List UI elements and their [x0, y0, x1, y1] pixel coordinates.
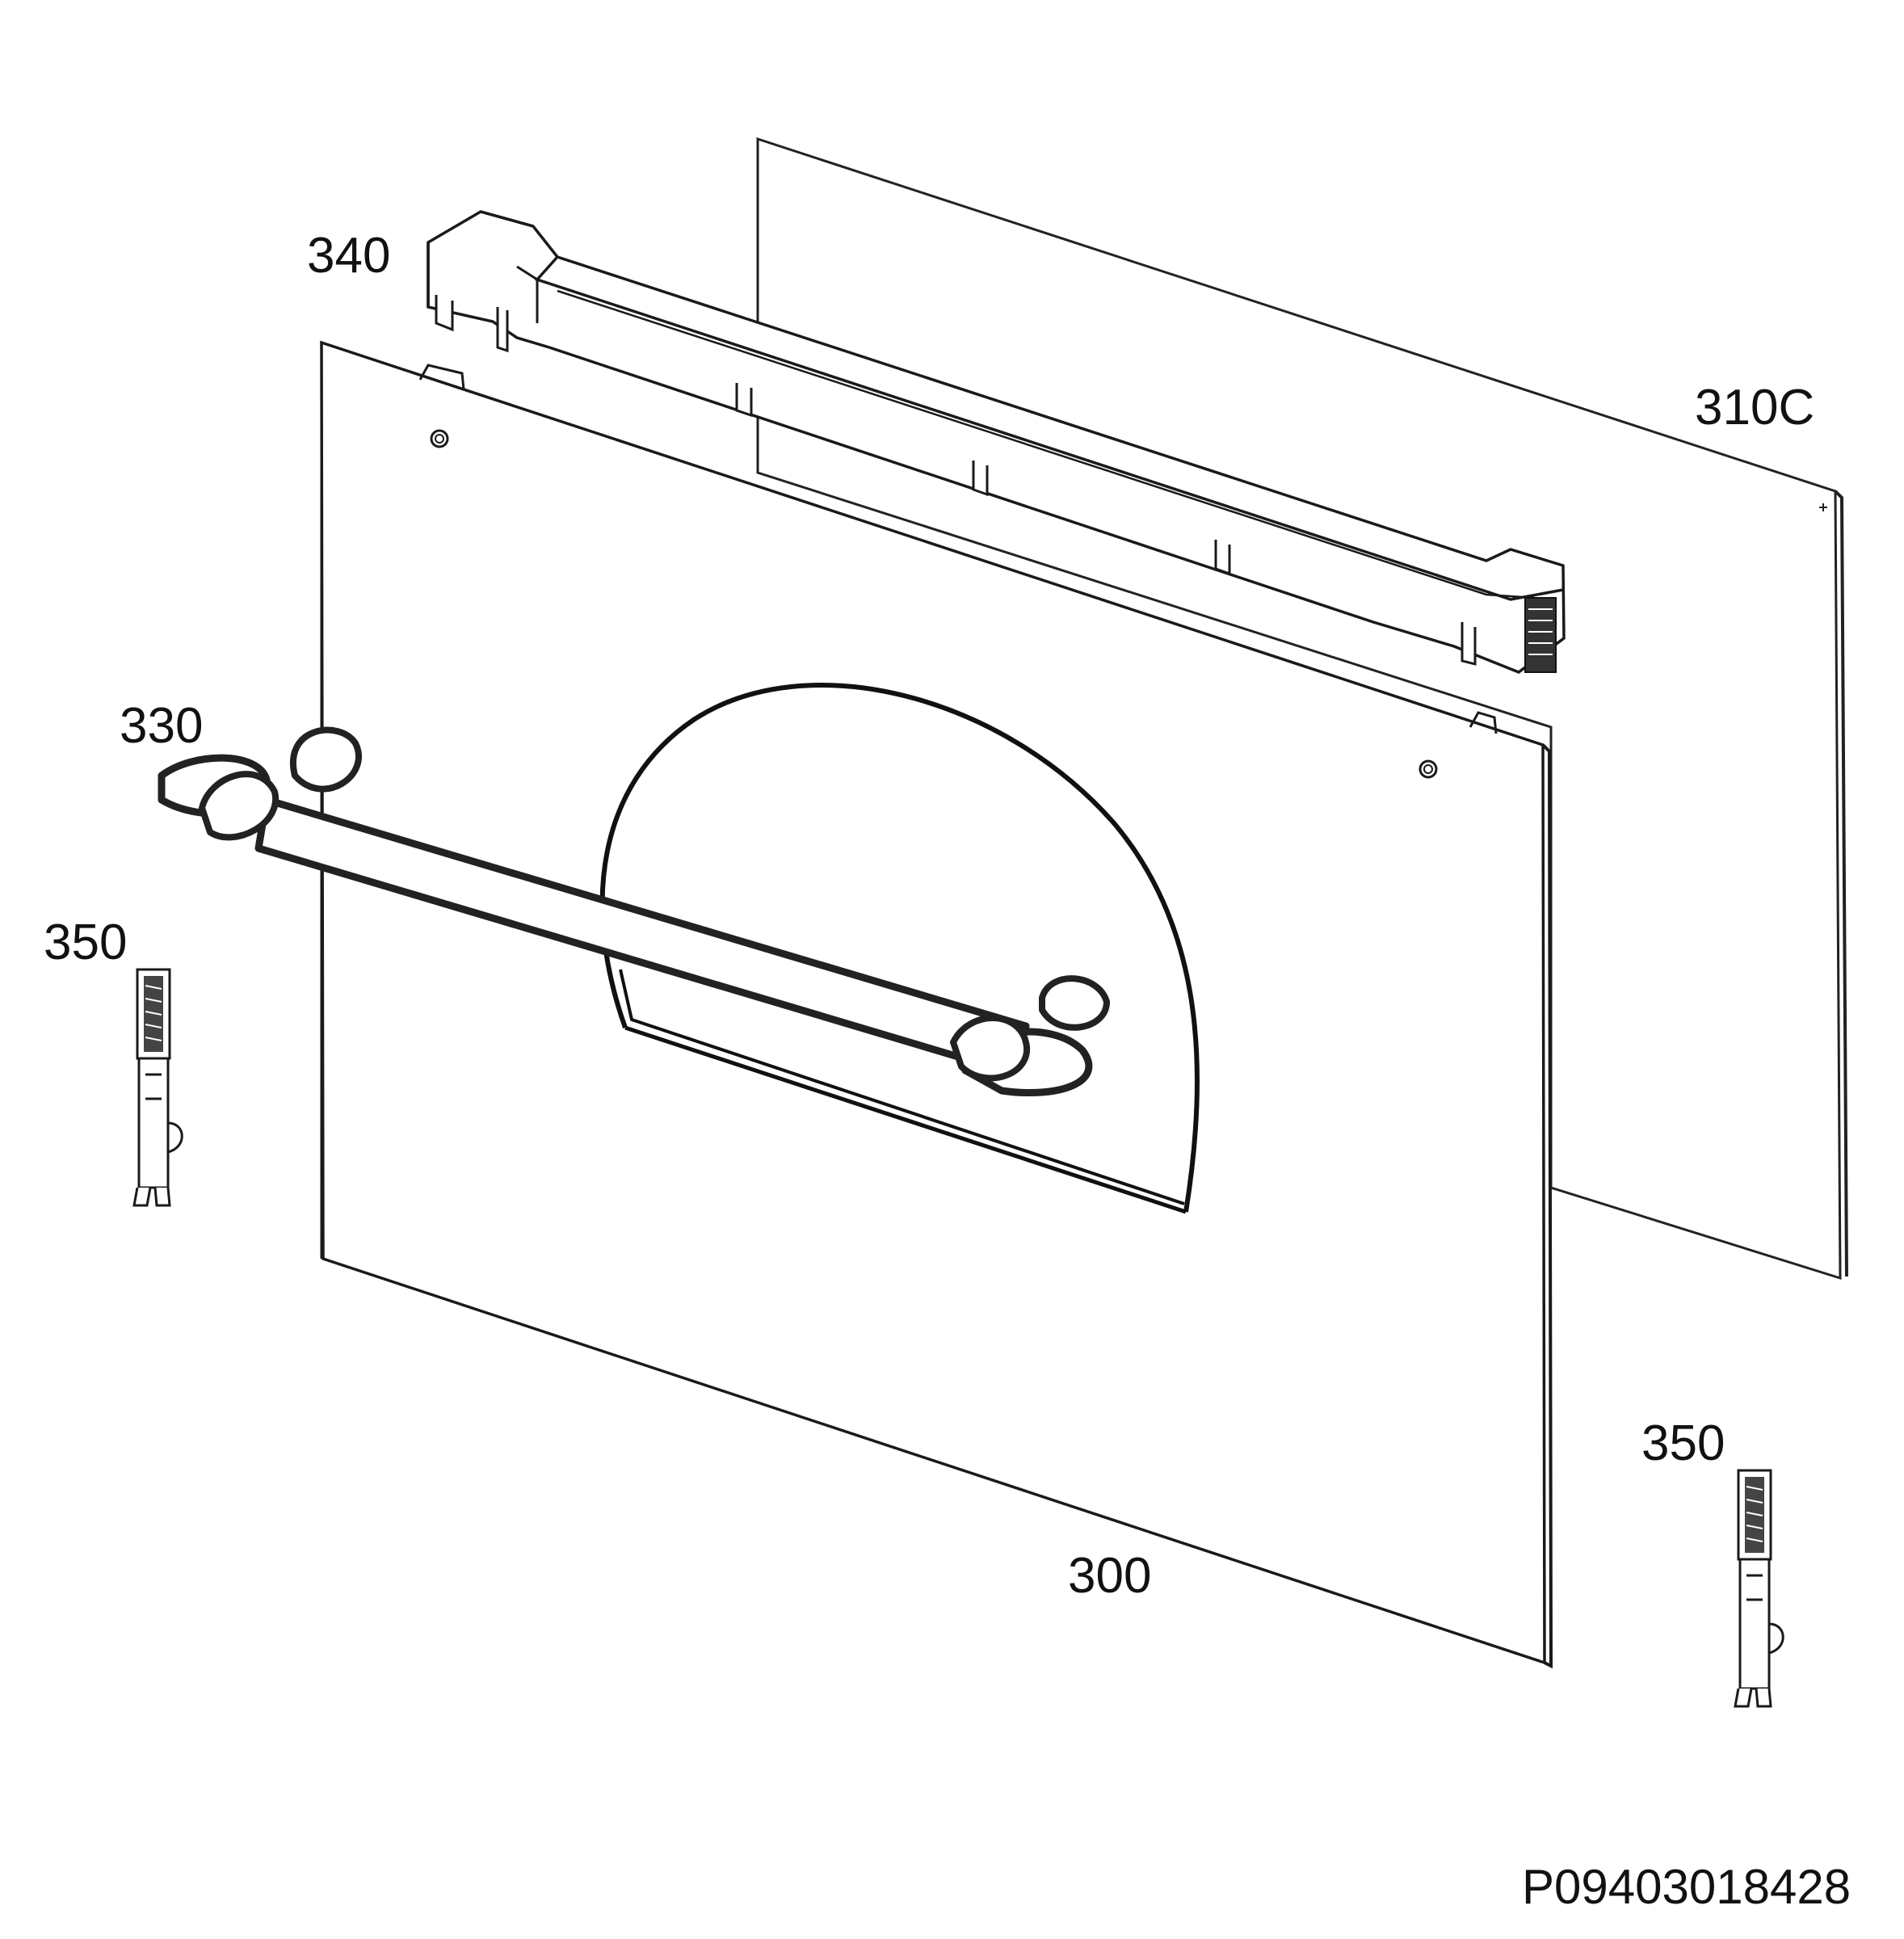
label-handle: 330 [120, 698, 204, 754]
window-cutout [599, 683, 1200, 1214]
label-frame-top: 340 [307, 228, 391, 284]
hinge-left [132, 968, 183, 1207]
label-door-outer: 300 [1068, 1548, 1152, 1604]
reference-code: P09403018428 [1522, 1860, 1851, 1914]
label-hinge-right: 350 [1641, 1415, 1725, 1471]
door-handle [158, 726, 1110, 1096]
label-hinge-left: 350 [44, 915, 128, 970]
label-glass-inner: 310C [1695, 380, 1815, 435]
top-frame-bar [427, 210, 1566, 674]
hinge-right [1734, 1469, 1784, 1708]
